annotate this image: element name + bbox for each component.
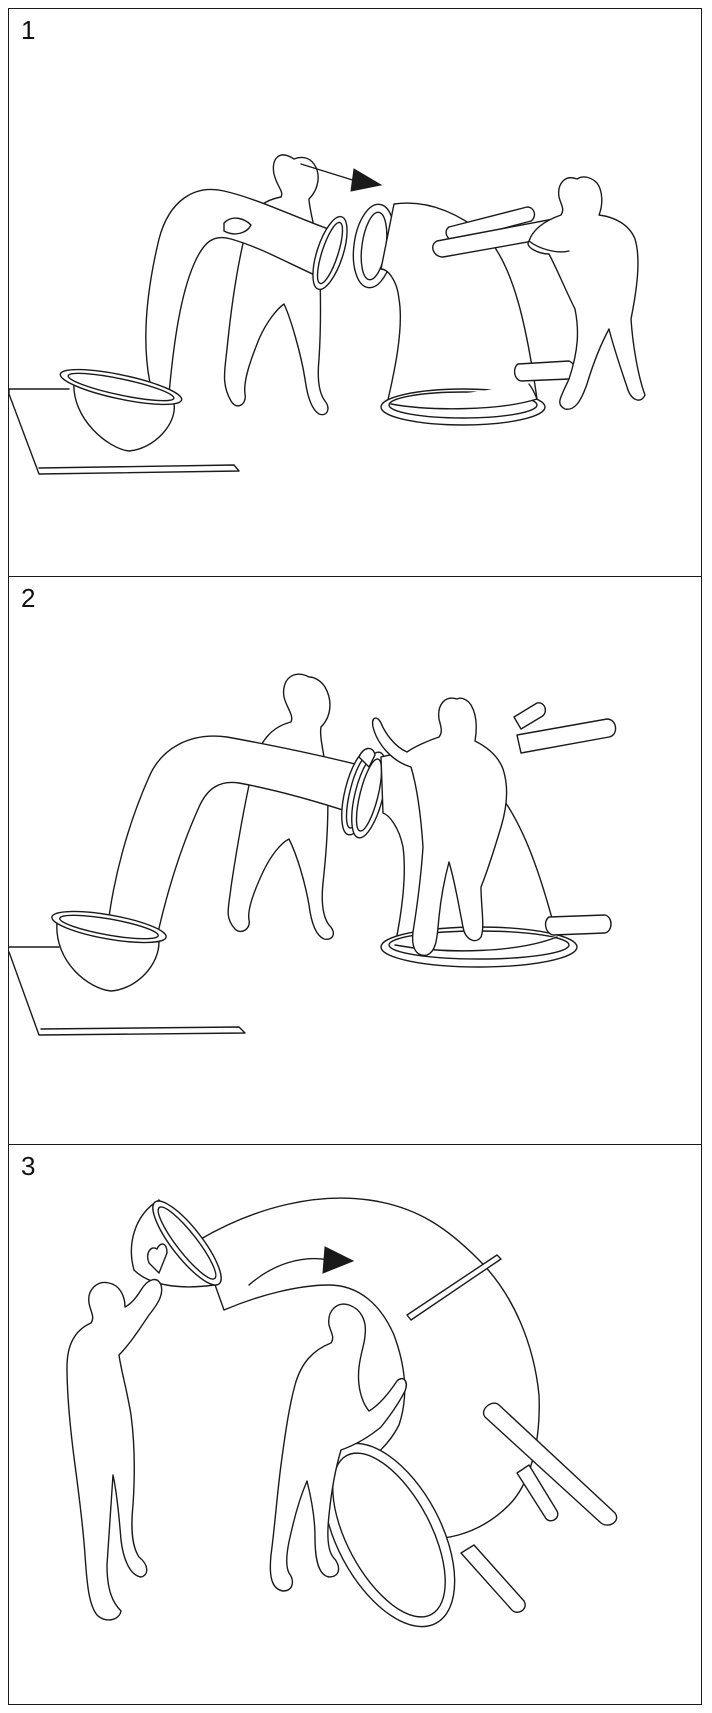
step-1-illustration: [9, 9, 702, 578]
side-nozzle-lower: [461, 1545, 525, 1612]
step-3-illustration: [9, 1145, 702, 1705]
step-panel-3: 3: [8, 1144, 702, 1705]
instruction-sheet: 1: [8, 8, 704, 1705]
side-nozzle-middle: [517, 719, 616, 753]
step-2-illustration: [9, 577, 702, 1146]
step-panel-2: 2: [8, 576, 702, 1146]
person-left: [228, 674, 333, 939]
side-nozzle-lower: [546, 915, 611, 935]
step-panel-1: 1: [8, 8, 702, 578]
person-left: [67, 1280, 162, 1620]
person-left: [225, 155, 328, 415]
side-nozzle-upper: [514, 703, 545, 729]
side-nozzle-lower: [515, 361, 575, 381]
